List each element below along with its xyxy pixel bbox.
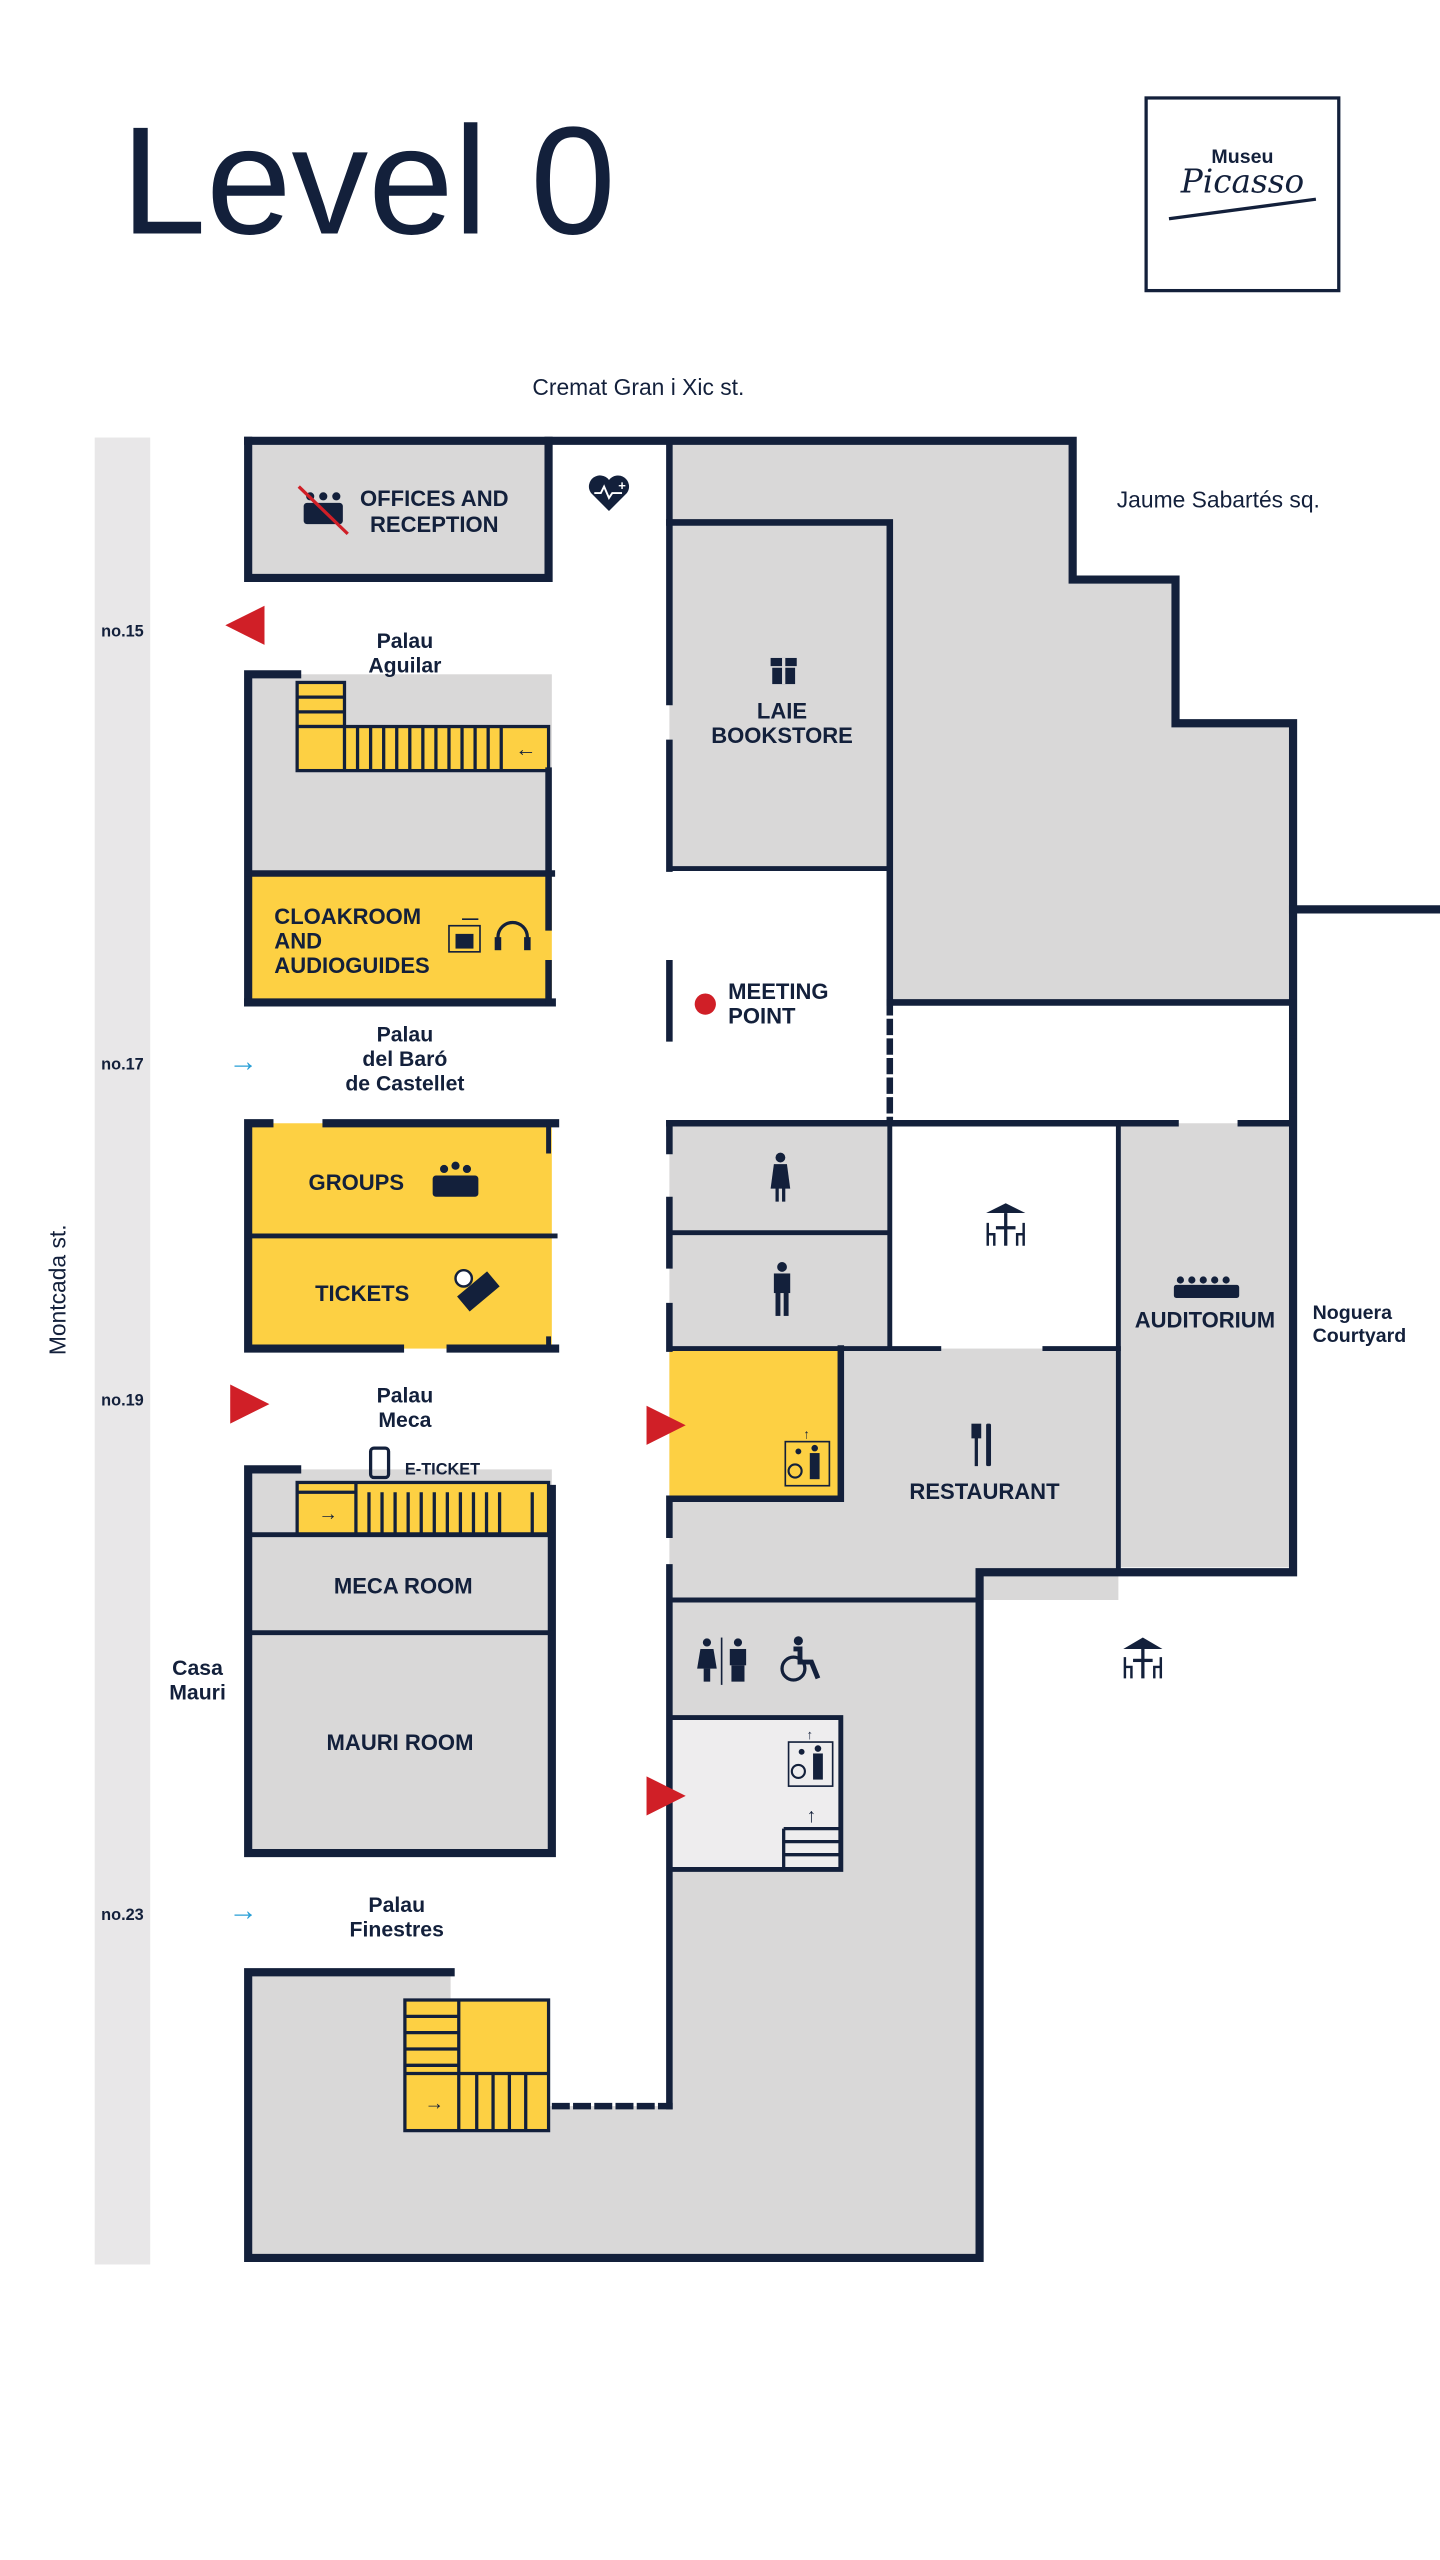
accessible-lift-icon: ↑ (784, 1426, 831, 1487)
men-toilet-icon (773, 1262, 791, 1316)
restaurant-cutlery-icon (971, 1423, 992, 1467)
staircase-aguilar (295, 680, 551, 773)
accessible-lift-icon: ↑ (787, 1727, 834, 1787)
page-title: Level 0 (121, 94, 616, 266)
room-label-cloakroom: AUDIOGUIDES (274, 953, 429, 978)
stair-arrow-up-icon: ↑ (807, 1805, 817, 1827)
terrace-table-icon (986, 1203, 1026, 1246)
svg-text:Museu: Museu (1211, 146, 1273, 168)
room-label-cloakroom: AND (274, 929, 322, 954)
street-label-cremat: Cremat Gran i Xic st. (532, 374, 744, 400)
entrance-arrow-right-icon (646, 1776, 686, 1816)
room-label-auditorium: AUDITORIUM (1135, 1307, 1275, 1332)
building-label: Palau (377, 1384, 434, 1407)
meeting-point-dot-icon (694, 993, 716, 1015)
room-label-cloakroom: CLOAKROOM (274, 904, 421, 929)
auditorium-seats-icon (1173, 1276, 1240, 1298)
street-number: no.19 (101, 1392, 144, 1410)
svg-text:↑: ↑ (807, 1727, 814, 1742)
stair-arrow-left-icon: ← (515, 738, 536, 761)
gift-icon (770, 657, 797, 685)
meeting-point-label: POINT (728, 1004, 796, 1029)
museu-picasso-logo: Museu Picasso (1144, 96, 1341, 293)
meeting-point-label: MEETING (728, 979, 828, 1004)
street-number: no.23 (101, 1906, 144, 1924)
street-label-montcada: Montcada st. (44, 1224, 70, 1355)
building-label: Finestres (350, 1918, 444, 1941)
room-label-mauri: MAURI ROOM (327, 1730, 474, 1755)
eticket-label: E-TICKET (405, 1460, 480, 1478)
groups-people-icon (432, 1161, 479, 1197)
courtyard-label: Courtyard (1313, 1325, 1407, 1347)
building-label: Meca (378, 1409, 431, 1432)
audioguide-headphones-icon (494, 920, 531, 951)
building-label: Palau (377, 630, 434, 653)
room-label-restaurant: RESTAURANT (909, 1479, 1060, 1504)
ticket-icon (454, 1268, 500, 1312)
room-label-bookstore: BOOKSTORE (711, 723, 853, 748)
building-label: Palau (377, 1024, 434, 1047)
street-number: no.17 (101, 1055, 144, 1073)
entrance-arrow-left-icon (225, 605, 265, 645)
svg-text:↑: ↑ (803, 1426, 810, 1441)
room-label-offices: RECEPTION (370, 512, 499, 537)
building-label: de Castellet (345, 1073, 464, 1096)
exit-arrow-icon: → (229, 1894, 258, 1927)
svg-text:+: + (618, 478, 626, 493)
first-aid-heart-icon: + (588, 475, 630, 512)
entrance-arrow-right-icon (646, 1405, 686, 1445)
room-label-bookstore: LAIE (757, 698, 807, 723)
staircase-lift-area (782, 1826, 841, 1870)
square-label-jaume-sabartes: Jaume Sabartés sq. (1117, 487, 1320, 513)
eticket-phone-icon (368, 1446, 391, 1480)
street-number: no.15 (101, 623, 144, 641)
women-toilet-icon (770, 1152, 791, 1202)
room-label-meca: MECA ROOM (334, 1573, 473, 1598)
stair-arrow-right-icon: → (424, 2092, 444, 2114)
building-label: Palau (368, 1894, 425, 1917)
toilets-icon (697, 1637, 747, 1685)
staircase-meca (295, 1480, 551, 1537)
walls (244, 436, 1440, 2263)
montcada-street-strip (94, 437, 151, 2265)
no-staff-people-icon (297, 485, 349, 536)
exit-arrow-icon: → (229, 1045, 258, 1078)
staircase-finestres (403, 1998, 551, 2133)
room-label-offices: OFFICES AND (360, 486, 509, 511)
courtyard-label: Noguera (1313, 1302, 1394, 1324)
room-label-tickets: TICKETS (315, 1281, 409, 1306)
building-label: Casa (172, 1657, 223, 1680)
stair-arrow-right-icon: → (318, 1503, 338, 1525)
building-label: Mauri (169, 1682, 226, 1705)
wheelchair-accessible-icon (780, 1636, 821, 1682)
building-label: Aguilar (368, 655, 441, 678)
room-label-groups: GROUPS (309, 1170, 404, 1195)
entrance-arrow-right-icon (230, 1384, 270, 1424)
luggage-storage-icon (448, 918, 481, 953)
svg-text:Picasso: Picasso (1180, 163, 1304, 201)
building-label: del Baró (362, 1048, 447, 1071)
terrace-table-icon (1123, 1637, 1163, 1679)
